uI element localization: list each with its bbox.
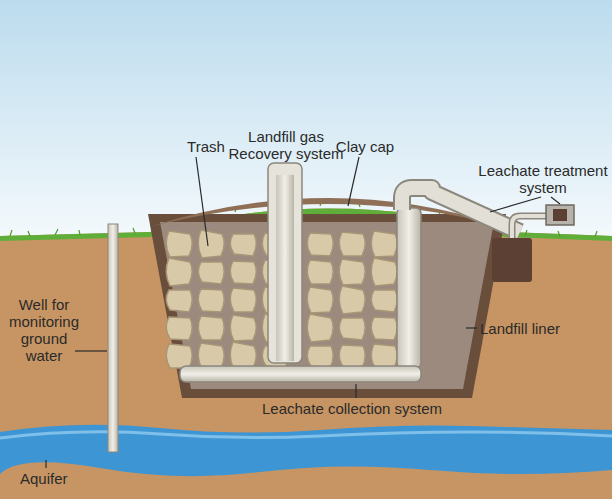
part-label: Well for monitoring ground water xyxy=(4,296,84,364)
trash-rock xyxy=(371,317,397,340)
trash-rock xyxy=(371,231,397,257)
trash-rock xyxy=(166,344,192,368)
trash-rock xyxy=(339,259,365,285)
trash-rock xyxy=(371,290,397,312)
trash-rock xyxy=(307,287,333,313)
part-label: Trash xyxy=(176,138,236,155)
trash-rock xyxy=(198,262,224,284)
trash-rock xyxy=(307,346,333,368)
part-label: Leachate treatment system xyxy=(478,162,608,196)
trash-rock xyxy=(198,343,224,369)
trash-rock xyxy=(339,345,365,368)
trash-rock xyxy=(198,230,224,258)
trash-rock xyxy=(230,315,256,341)
trash-rock xyxy=(339,286,365,314)
trash-rock xyxy=(307,314,333,342)
part-label: Clay cap xyxy=(330,138,400,155)
part-label: Leachate collection system xyxy=(262,400,452,417)
part-label: Landfill gas Recovery system xyxy=(226,128,346,162)
trash-rock xyxy=(166,317,192,340)
trash-rock xyxy=(166,231,192,257)
trash-rock xyxy=(307,233,333,256)
trash-rock xyxy=(230,261,256,284)
trash-rock xyxy=(198,289,224,312)
trash-rock xyxy=(307,260,333,284)
trash-rock xyxy=(371,258,397,286)
part-label: Aquifer xyxy=(20,470,90,487)
trash-rock xyxy=(166,258,192,286)
trash-rock xyxy=(166,290,192,312)
trash-rock xyxy=(198,316,224,340)
part-label: Landfill liner xyxy=(480,320,600,337)
trash-rock xyxy=(230,234,256,256)
trash-rock xyxy=(371,344,397,368)
trash-rock xyxy=(230,288,256,312)
trash-rock xyxy=(339,318,365,340)
trash-rock xyxy=(339,232,365,256)
